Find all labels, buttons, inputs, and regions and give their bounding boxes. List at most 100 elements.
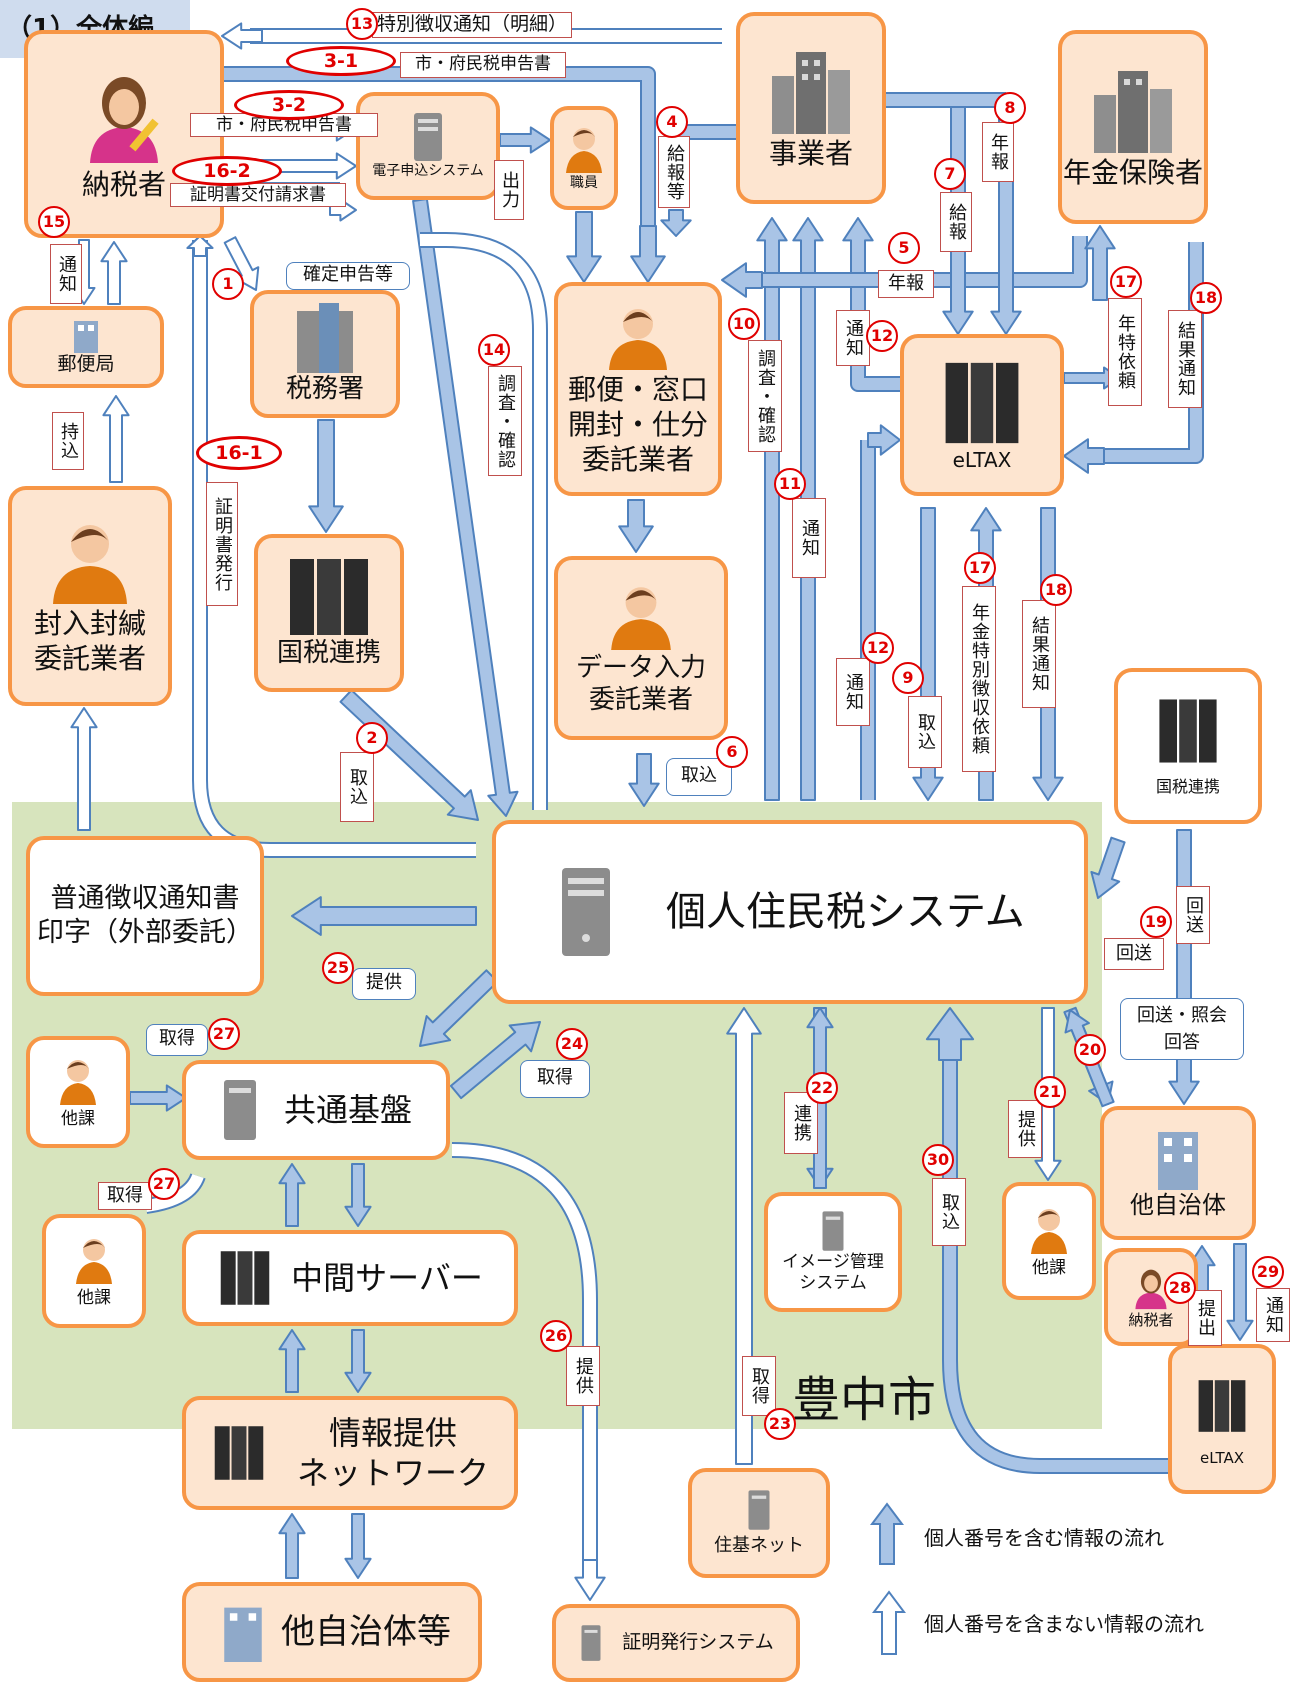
flow-arrow-hollow-57 bbox=[726, 1007, 762, 1465]
legend-arrow-filled bbox=[870, 1502, 904, 1565]
eltax-small-node[interactable]: eLTAX bbox=[1168, 1344, 1276, 1494]
building-icon bbox=[74, 321, 98, 354]
flow-arrow-47 bbox=[129, 1084, 187, 1112]
staff-person-icon bbox=[1031, 1209, 1067, 1255]
kokuzei-renkei-label: 国税連携 bbox=[276, 637, 381, 668]
step-18a: 18 bbox=[1190, 282, 1222, 314]
flow-arrow-50 bbox=[344, 1163, 372, 1227]
info-network-node[interactable]: 情報提供 ネットワーク bbox=[182, 1396, 518, 1510]
flow-arrow-10 bbox=[566, 211, 602, 283]
server-tower-icon bbox=[581, 1625, 601, 1661]
envelope-contractor-node[interactable]: 封入封緘 委託業者 bbox=[8, 486, 172, 706]
note-14: 調査・確認 bbox=[488, 366, 522, 476]
server-rack-icon bbox=[1198, 1379, 1246, 1432]
step-16-2: 16-2 bbox=[172, 156, 282, 186]
other-municipality-label: 他自治体 bbox=[1130, 1191, 1226, 1219]
step-28: 28 bbox=[1164, 1272, 1196, 1304]
note-20-line-1: 回送・照会 bbox=[1137, 1005, 1227, 1026]
building-icon bbox=[1158, 1132, 1198, 1190]
envelope-contractor-label-2: 委託業者 bbox=[33, 642, 146, 675]
kokuzei-renkei-node[interactable]: 国税連携 bbox=[254, 534, 404, 692]
mail-contractor-label-1: 郵便・窓口 bbox=[567, 372, 708, 406]
staff-person-icon bbox=[60, 1060, 96, 1106]
note-30: 取込 bbox=[932, 1178, 966, 1246]
other-dept-1-node[interactable]: 他課 bbox=[26, 1036, 130, 1148]
building-icon bbox=[224, 1607, 262, 1662]
flow-arrow-hollow-56 bbox=[574, 1559, 606, 1601]
flow-arrow-hollow-36 bbox=[186, 235, 214, 257]
note-12a: 通知 bbox=[836, 310, 870, 366]
juki-net-node[interactable]: 住基ネット bbox=[688, 1468, 830, 1578]
flow-arrow-61 bbox=[925, 1007, 975, 1061]
server-rack-icon bbox=[945, 362, 1019, 443]
eltax-node[interactable]: eLTAX bbox=[900, 334, 1064, 496]
other-dept-2-node[interactable]: 他課 bbox=[42, 1214, 146, 1328]
certificate-system-label: 証明発行システム bbox=[622, 1631, 774, 1654]
staff-label: 職員 bbox=[570, 175, 598, 192]
flow-curve-inner-16 bbox=[852, 360, 900, 390]
flow-arrow-31 bbox=[308, 419, 344, 533]
mail-contractor-node[interactable]: 郵便・窓口 開封・仕分 委託業者 bbox=[554, 282, 722, 496]
business-node[interactable]: 事業者 bbox=[736, 12, 886, 204]
step-30: 30 bbox=[922, 1144, 954, 1176]
tax-office-node[interactable]: 税務署 bbox=[250, 290, 400, 418]
step-17b: 17 bbox=[964, 552, 996, 584]
data-entry-contractor-node[interactable]: データ入力 委託業者 bbox=[554, 556, 728, 740]
note-5: 年報 bbox=[878, 270, 934, 298]
office-buildings-icon bbox=[772, 51, 850, 134]
note-20: 回送・照会 回答 bbox=[1120, 998, 1244, 1060]
note-12b: 通知 bbox=[836, 658, 870, 726]
flow-arrow-hollow-40 bbox=[102, 395, 130, 483]
middle-server-node[interactable]: 中間サーバー bbox=[182, 1230, 518, 1326]
image-system-node[interactable]: イメージ管理 システム bbox=[764, 1192, 902, 1312]
server-rack-icon bbox=[220, 1251, 270, 1305]
flow-curve-inner-17 bbox=[760, 236, 1086, 286]
print-notice-label-1: 普通徴収通知書 bbox=[50, 883, 240, 915]
step-8: 8 bbox=[994, 92, 1026, 124]
info-network-label-2: ネットワーク bbox=[296, 1454, 489, 1492]
legend-with-number: 個人番号を含む情報の流れ bbox=[924, 1526, 1164, 1550]
other-municipality-node[interactable]: 他自治体 bbox=[1100, 1106, 1256, 1240]
note-17b: 年金特別徴収依頼 bbox=[962, 586, 996, 772]
step-10: 10 bbox=[728, 308, 760, 340]
note-28: 提出 bbox=[1188, 1290, 1222, 1346]
office-buildings-icon bbox=[1094, 70, 1172, 153]
staff-node[interactable]: 職員 bbox=[550, 106, 618, 210]
tax-office-building-icon bbox=[297, 302, 353, 373]
print-notice-label-2: 印字（外部委託） bbox=[37, 917, 253, 948]
eltax-label: eLTAX bbox=[952, 447, 1012, 472]
flow-arrow-63 bbox=[1090, 836, 1126, 899]
mail-contractor-label-3: 委託業者 bbox=[581, 442, 694, 476]
note-4: 給報等 bbox=[658, 136, 690, 208]
contractor-person-icon bbox=[609, 308, 667, 370]
legend-arrow-hollow bbox=[872, 1590, 906, 1655]
flow-arrow-28 bbox=[912, 507, 944, 801]
envelope-contractor-label-1: 封入封緘 bbox=[33, 607, 146, 640]
post-office-node[interactable]: 郵便局 bbox=[8, 306, 164, 388]
server-rack-icon bbox=[214, 1426, 264, 1480]
server-rack-icon bbox=[290, 558, 368, 635]
main-system-node[interactable]: 個人住民税システム bbox=[492, 820, 1088, 1004]
kokuzei-renkei-small-node[interactable]: 国税連携 bbox=[1114, 668, 1262, 824]
info-network-label-1: 情報提供 bbox=[328, 1414, 457, 1452]
step-27a: 27 bbox=[208, 1018, 240, 1050]
step-6: 6 bbox=[716, 736, 748, 768]
other-dept-3-node[interactable]: 他課 bbox=[1002, 1182, 1096, 1300]
pension-insurer-node[interactable]: 年金保険者 bbox=[1058, 30, 1208, 224]
step-2: 2 bbox=[356, 722, 388, 754]
step-12b: 12 bbox=[862, 632, 894, 664]
common-base-node[interactable]: 共通基盤 bbox=[182, 1060, 450, 1160]
data-entry-label-1: データ入力 bbox=[575, 652, 706, 683]
e-filing-system-node[interactable]: 電子申込システム bbox=[356, 92, 500, 200]
flow-curve-inner-55 bbox=[451, 1144, 596, 1570]
flow-arrow-44 bbox=[291, 896, 477, 936]
note-2: 取込 bbox=[340, 752, 374, 822]
eltax-small-label: eLTAX bbox=[1199, 1448, 1245, 1467]
note-17a: 年特依頼 bbox=[1108, 298, 1142, 406]
note-23: 取得 bbox=[742, 1356, 776, 1416]
certificate-system-node[interactable]: 証明発行システム bbox=[552, 1604, 800, 1682]
print-notice-node[interactable]: 普通徴収通知書 印字（外部委託） bbox=[26, 836, 264, 996]
flow-arrow-42 bbox=[618, 499, 654, 553]
other-municipalities-node[interactable]: 他自治体等 bbox=[182, 1582, 482, 1682]
tax-office-label: 税務署 bbox=[285, 373, 364, 404]
